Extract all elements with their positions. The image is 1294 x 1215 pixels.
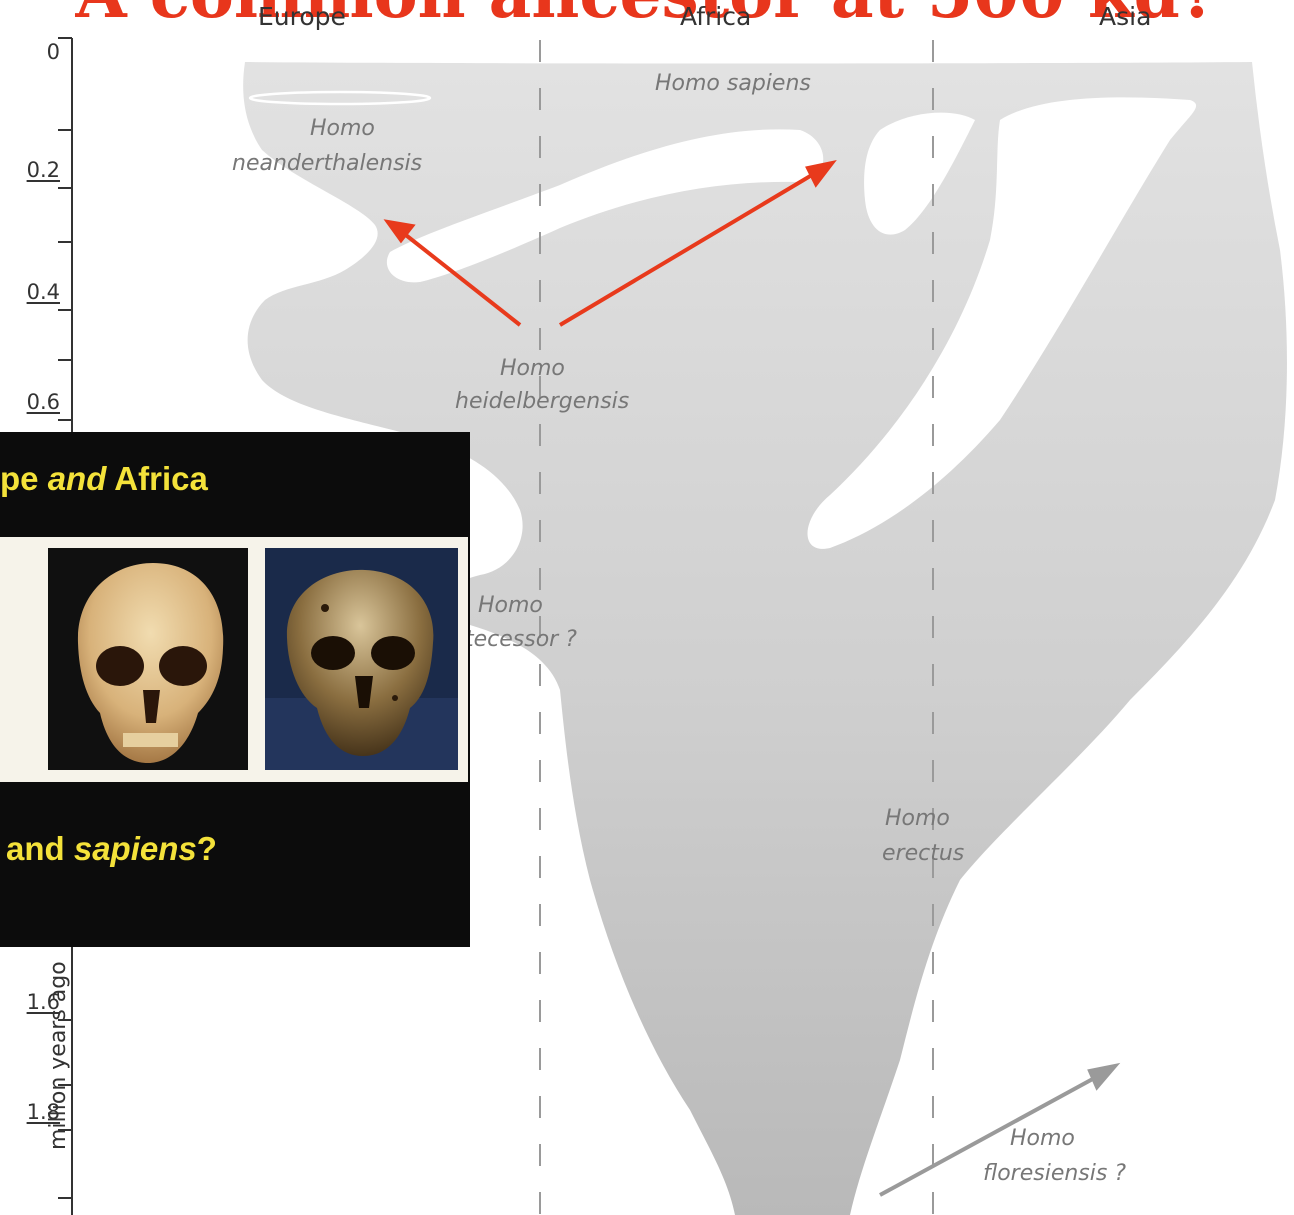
inset-caption-top-end: Africa (106, 460, 207, 497)
region-label-europe: Europe (258, 2, 346, 32)
species-label-antecessor: tecessor ? (465, 626, 577, 653)
inset-caption-top-emphasis: and (48, 460, 107, 497)
species-label-floresiensis-genus: Homo (1010, 1125, 1075, 1152)
species-label-antecessor-genus: Homo (478, 592, 543, 619)
inset-caption-bottom: and sapiens? (6, 830, 217, 868)
axis-label-0.6: 0.6 (0, 390, 60, 414)
african-skull-photo (265, 548, 458, 770)
axis-label-0.2: 0.2 (0, 158, 60, 182)
inset-panel: pe and Africa (0, 432, 470, 947)
region-label-africa: Africa (680, 2, 751, 32)
species-label-erectus-genus: Homo (885, 805, 950, 832)
inset-caption-top: pe and Africa (0, 460, 208, 498)
species-label-neanderthalensis: neanderthalensis (232, 150, 422, 177)
species-label-floresiensis: floresiensis ? (983, 1160, 1126, 1187)
species-label-neanderthalensis-genus: Homo (310, 115, 375, 142)
inset-caption-bottom-emphasis: sapiens (74, 830, 197, 867)
european-skull-photo (48, 548, 248, 770)
species-label-heidelbergensis: heidelbergensis (455, 388, 629, 415)
region-label-asia: Asia (1099, 2, 1151, 32)
axis-label-0.4: 0.4 (0, 280, 60, 304)
species-label-erectus: erectus (882, 840, 964, 867)
african-skull-graphic (265, 548, 458, 770)
european-skull-graphic (48, 548, 248, 770)
axis-label-0: 0 (0, 40, 60, 64)
inset-caption-bottom-end: ? (197, 830, 217, 867)
species-label-sapiens: Homo sapiens (655, 70, 811, 97)
inset-caption-bottom-start: and (6, 830, 74, 867)
species-label-heidelbergensis-genus: Homo (500, 355, 565, 382)
inset-caption-top-start: pe (0, 460, 48, 497)
label-mask (78, 185, 273, 235)
